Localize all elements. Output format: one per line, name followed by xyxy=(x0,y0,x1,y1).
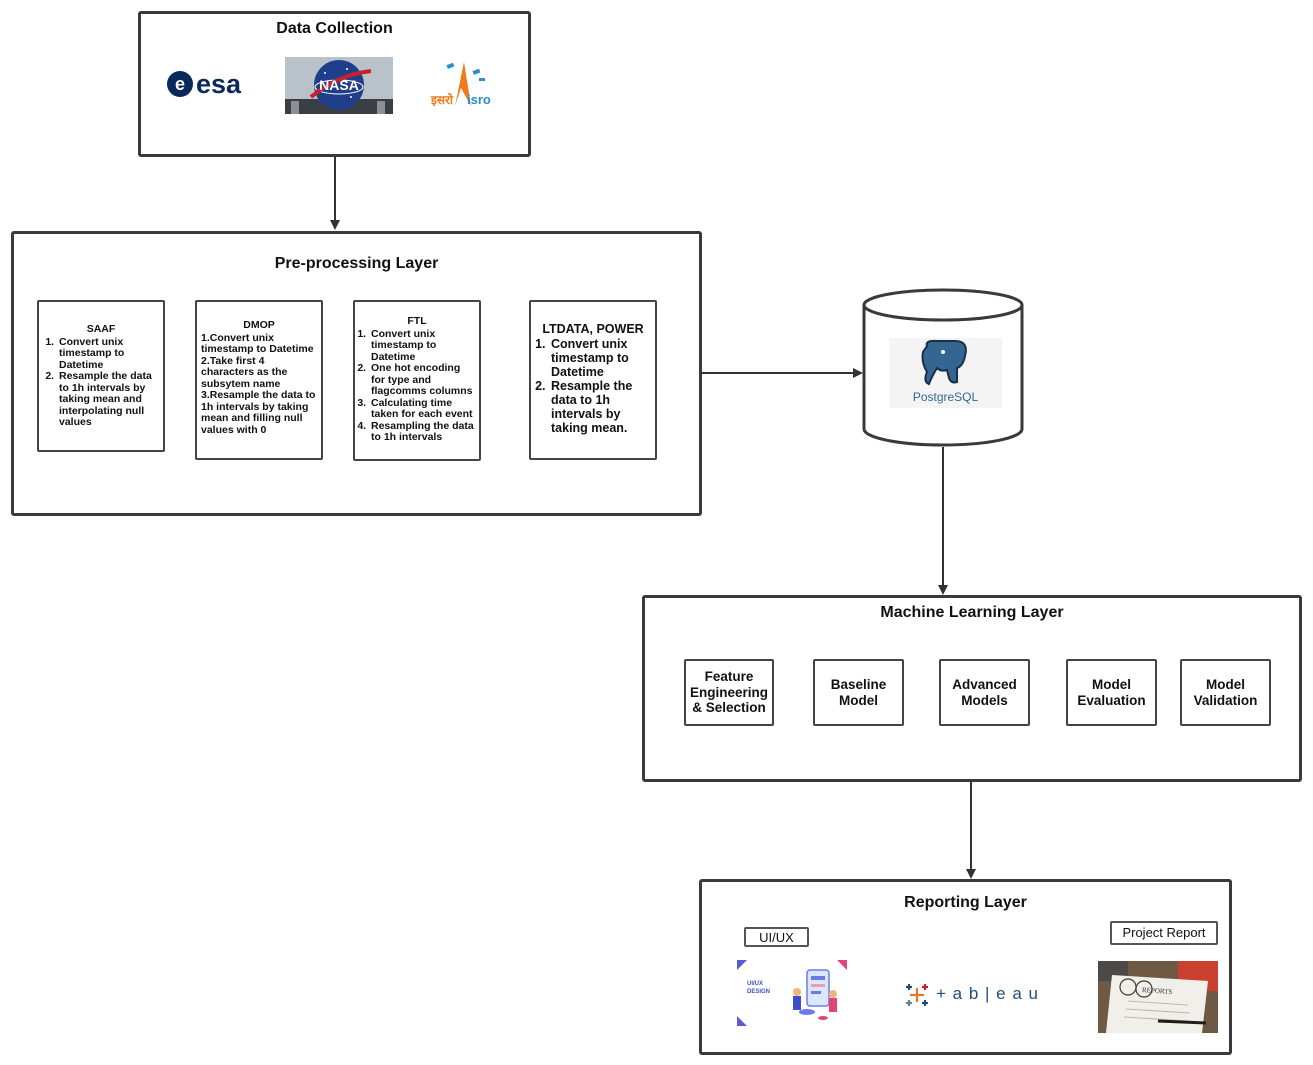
reporting-layer-title: Reporting Layer xyxy=(904,894,1027,911)
ftl-item: Convert unix timestamp to Datetime xyxy=(369,328,475,364)
saaf-item: Resample the data to 1h intervals by tak… xyxy=(57,370,159,429)
ftl-item: Resampling the data to 1h intervals xyxy=(369,420,475,444)
postgresql-label-sql: SQL xyxy=(954,390,979,404)
postgres-elephant-icon xyxy=(921,339,967,386)
preprocessing-title: Pre-processing Layer xyxy=(274,255,439,272)
saaf-heading: SAAF xyxy=(86,323,116,335)
nasa-logo-text: NASA xyxy=(319,77,359,93)
saaf-item: Convert unix timestamp to Datetime xyxy=(57,336,159,372)
ml-step-baseline-model: Baseline Model xyxy=(813,659,904,726)
uiux-design-image: UI/UX DESIGN xyxy=(737,960,847,1026)
tableau-text: + a b | e a u xyxy=(936,984,1039,1003)
postgresql-label-postgre: Postgre xyxy=(912,390,955,404)
svg-text:e: e xyxy=(175,74,185,94)
dmop-heading: DMOP xyxy=(243,319,275,331)
isro-hindi-text: इसरो xyxy=(430,93,454,107)
dmop-item: 2.Take first 4 characters as the subsyte… xyxy=(201,354,288,390)
project-report-image: REPORTS xyxy=(1098,961,1218,1033)
tableau-logo: + a b | e a u xyxy=(904,980,1038,1010)
dmop-item: 1.Convert unix timestamp to Datetime xyxy=(201,331,314,355)
ml-step-feature-engineering: Feature Engineering & Selection xyxy=(684,659,774,726)
ftl-step: FTL Convert unix timestamp to Datetime O… xyxy=(353,300,481,461)
ml-step-model-validation: Model Validation xyxy=(1180,659,1271,726)
ml-layer-title: Machine Learning Layer xyxy=(880,604,1064,621)
dmop-item: 3.Resample the data to 1h intervals by t… xyxy=(201,389,316,436)
ltdata-item: Convert unix timestamp to Datetime xyxy=(549,337,651,379)
isro-logo: इसरो isro xyxy=(429,58,503,116)
ftl-item: Calculating time taken for each event xyxy=(369,397,475,421)
dmop-step: DMOP 1.Convert unix timestamp to Datetim… xyxy=(195,300,323,460)
ml-step-advanced-models: Advanced Models xyxy=(939,659,1030,726)
tableau-cross-icon xyxy=(906,984,928,1006)
ltdata-item: Resample the data to 1h intervals by tak… xyxy=(549,379,651,435)
nasa-logo: NASA xyxy=(285,57,393,114)
ltdata-power-step: LTDATA, POWER Convert unix timestamp to … xyxy=(529,300,657,460)
project-report-tag: Project Report xyxy=(1110,921,1218,945)
ftl-heading: FTL xyxy=(407,315,427,327)
isro-text: isro xyxy=(467,92,491,107)
data-collection-title: Data Collection xyxy=(276,20,393,37)
postgresql-logo: PostgreSQL xyxy=(889,338,1002,408)
data-collection-box: Data Collection e esa NASA इसरो xyxy=(138,11,531,157)
uiux-tag: UI/UX xyxy=(744,927,809,947)
ltdata-power-heading: LTDATA, POWER xyxy=(542,322,644,336)
ml-step-model-evaluation: Model Evaluation xyxy=(1066,659,1157,726)
saaf-step: SAAF Convert unix timestamp to Datetime … xyxy=(37,300,165,452)
esa-logo-text: esa xyxy=(196,69,242,99)
uiux-design-text: UI/UX DESIGN xyxy=(747,981,771,995)
esa-logo: e esa xyxy=(165,64,247,104)
ftl-item: One hot encoding for type and flagcomms … xyxy=(369,362,475,398)
